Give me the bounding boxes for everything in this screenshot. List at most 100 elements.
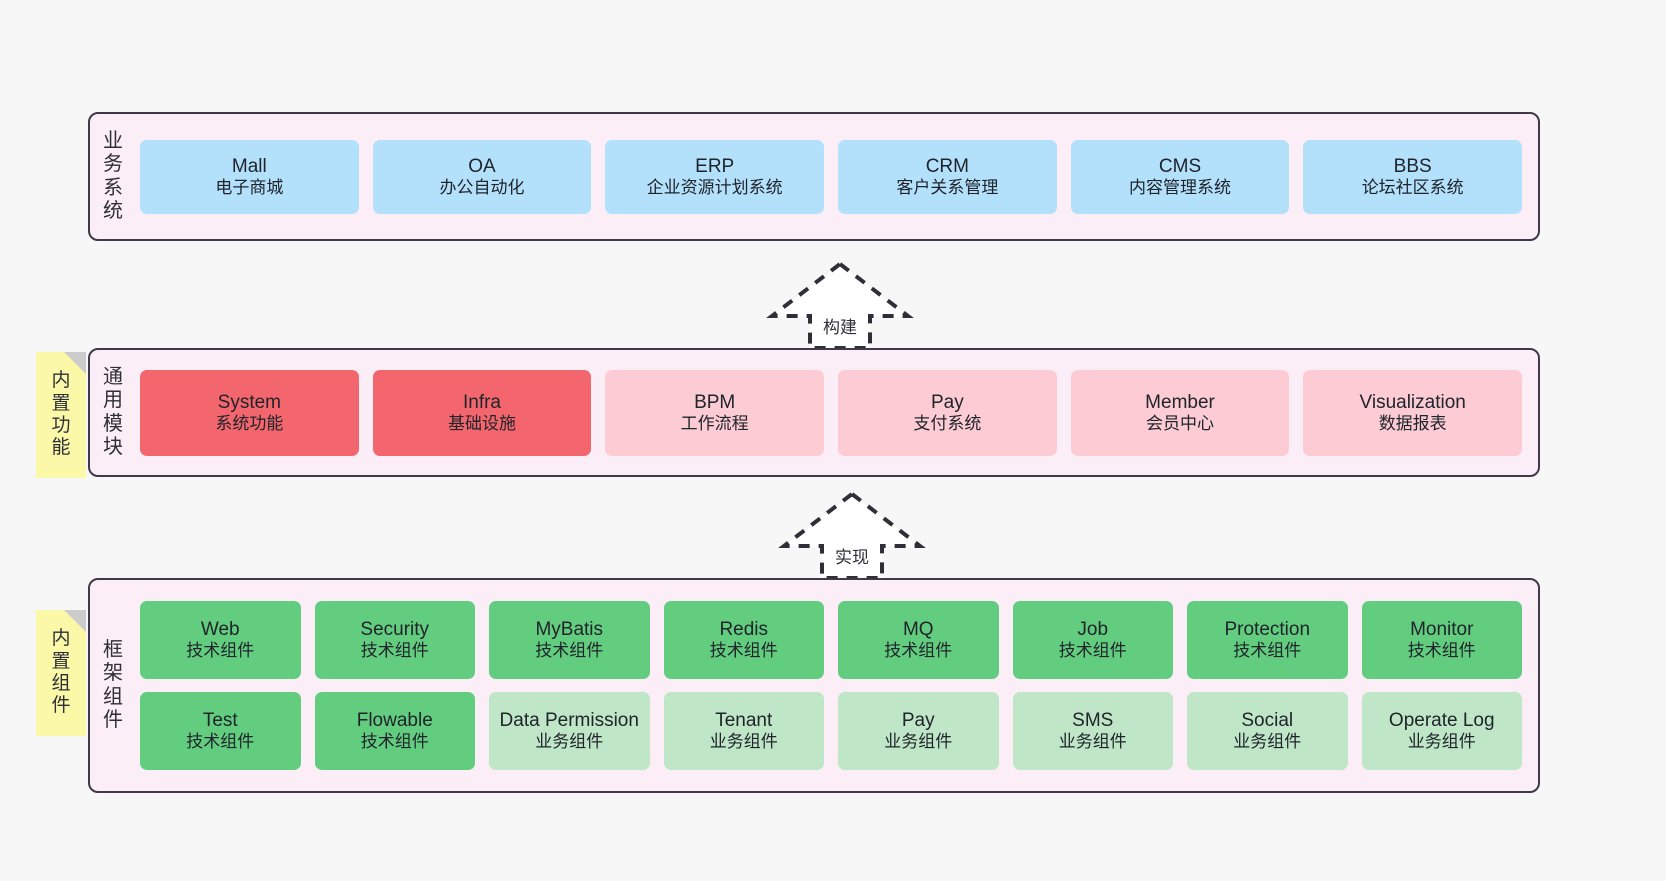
card-title: Tenant <box>715 710 773 732</box>
card-row: Test 技术组件 Flowable 技术组件 Data Permission … <box>140 692 1522 770</box>
sticky-note-builtin-features: 内置功能 <box>36 352 86 478</box>
card-mybatis[interactable]: MyBatis 技术组件 <box>489 601 650 679</box>
card-member[interactable]: Member 会员中心 <box>1070 369 1290 456</box>
card-infra[interactable]: Infra 基础设施 <box>372 369 592 456</box>
card-title: Flowable <box>356 710 433 732</box>
card-subtitle: 客户关系管理 <box>896 177 999 197</box>
card-title: Visualization <box>1359 391 1466 413</box>
card-web[interactable]: Web 技术组件 <box>140 601 301 679</box>
card-subtitle: 技术组件 <box>186 641 255 661</box>
note-fold-corner-icon <box>64 352 86 374</box>
card-cms[interactable]: CMS 内容管理系统 <box>1070 139 1290 214</box>
sticky-note-builtin-components: 内置组件 <box>36 610 86 736</box>
card-row: Web 技术组件 Security 技术组件 MyBatis 技术组件 Redi… <box>140 601 1522 679</box>
layer-title-modules: 通用模块 <box>103 366 123 458</box>
card-subtitle: 技术组件 <box>1058 641 1127 661</box>
card-title: ERP <box>695 155 735 177</box>
card-job[interactable]: Job 技术组件 <box>1012 601 1173 679</box>
card-title: Job <box>1077 619 1109 641</box>
card-title: Member <box>1145 391 1215 413</box>
card-subtitle: 业务组件 <box>884 732 953 752</box>
card-title: Operate Log <box>1388 710 1495 732</box>
card-crm[interactable]: CRM 客户关系管理 <box>838 139 1057 214</box>
layer-framework-components: 框架组件 Web 技术组件 Security 技术组件 MyBatis 技术组件… <box>88 578 1540 793</box>
card-pay-module[interactable]: Pay 支付系统 <box>838 369 1057 456</box>
card-title: System <box>217 391 282 413</box>
card-subtitle: 业务组件 <box>1407 732 1476 752</box>
card-mq[interactable]: MQ 技术组件 <box>838 601 999 679</box>
card-title: Pay <box>901 710 935 732</box>
card-monitor[interactable]: Monitor 技术组件 <box>1361 601 1522 679</box>
card-subtitle: 业务组件 <box>1233 732 1302 752</box>
card-title: BPM <box>694 391 736 413</box>
card-redis[interactable]: Redis 技术组件 <box>663 601 824 679</box>
card-subtitle: 技术组件 <box>884 641 953 661</box>
card-visualization[interactable]: Visualization 数据报表 <box>1303 369 1523 456</box>
card-title: CMS <box>1158 155 1202 177</box>
card-subtitle: 技术组件 <box>535 641 604 661</box>
arrow-implement: 实现 <box>772 488 932 580</box>
card-subtitle: 数据报表 <box>1378 413 1447 433</box>
card-title: BBS <box>1393 155 1432 177</box>
card-sms[interactable]: SMS 业务组件 <box>1012 692 1173 770</box>
card-title: Test <box>202 710 238 732</box>
sticky-note-label: 内置功能 <box>51 370 71 459</box>
sticky-note-label: 内置组件 <box>51 628 71 717</box>
card-bbs[interactable]: BBS 论坛社区系统 <box>1303 139 1523 214</box>
layer-business-systems: 业务系统 Mall 电子商城 OA 办公自动化 ERP 企业资源计划系统 CRM <box>88 112 1540 241</box>
card-subtitle: 会员中心 <box>1146 413 1215 433</box>
card-test[interactable]: Test 技术组件 <box>140 692 301 770</box>
card-title: Monitor <box>1410 619 1474 641</box>
card-title: OA <box>468 155 496 177</box>
card-title: Pay <box>930 391 964 413</box>
card-title: SMS <box>1072 710 1114 732</box>
card-subtitle: 业务组件 <box>1058 732 1127 752</box>
card-title: MyBatis <box>535 619 604 641</box>
card-title: Data Permission <box>499 710 639 732</box>
card-social[interactable]: Social 业务组件 <box>1187 692 1348 770</box>
layer-title-business: 业务系统 <box>103 130 123 222</box>
layer-common-modules: 通用模块 System 系统功能 Infra 基础设施 BPM 工作流程 Pay <box>88 348 1540 477</box>
card-mall[interactable]: Mall 电子商城 <box>140 139 359 214</box>
layer-body-framework: Web 技术组件 Security 技术组件 MyBatis 技术组件 Redi… <box>136 580 1538 791</box>
arrow-label: 实现 <box>835 548 869 567</box>
card-operate-log[interactable]: Operate Log 业务组件 <box>1361 692 1522 770</box>
card-erp[interactable]: ERP 企业资源计划系统 <box>605 139 825 214</box>
card-title: Security <box>360 619 430 641</box>
card-subtitle: 系统功能 <box>215 413 284 433</box>
card-system[interactable]: System 系统功能 <box>140 369 359 456</box>
note-fold-corner-icon <box>64 610 86 632</box>
layer-title-framework: 框架组件 <box>103 639 123 731</box>
card-subtitle: 论坛社区系统 <box>1361 177 1464 197</box>
card-bpm[interactable]: BPM 工作流程 <box>605 369 825 456</box>
card-pay-component[interactable]: Pay 业务组件 <box>838 692 999 770</box>
card-subtitle: 技术组件 <box>360 641 429 661</box>
card-subtitle: 业务组件 <box>709 732 778 752</box>
card-subtitle: 企业资源计划系统 <box>646 177 783 197</box>
card-subtitle: 技术组件 <box>186 732 255 752</box>
card-flowable[interactable]: Flowable 技术组件 <box>314 692 475 770</box>
card-subtitle: 技术组件 <box>709 641 778 661</box>
arrow-build: 构建 <box>760 258 920 350</box>
card-subtitle: 基础设施 <box>448 413 516 433</box>
card-security[interactable]: Security 技术组件 <box>314 601 475 679</box>
card-subtitle: 技术组件 <box>1407 641 1476 661</box>
card-title: Infra <box>462 391 502 413</box>
card-title: Mall <box>231 155 267 177</box>
card-title: Web <box>200 619 240 641</box>
card-subtitle: 业务组件 <box>535 732 604 752</box>
card-data-permission[interactable]: Data Permission 业务组件 <box>489 692 650 770</box>
card-subtitle: 技术组件 <box>1233 641 1302 661</box>
card-subtitle: 电子商城 <box>215 177 284 197</box>
card-row: Mall 电子商城 OA 办公自动化 ERP 企业资源计划系统 CRM 客户关系… <box>140 139 1523 214</box>
layer-body-business: Mall 电子商城 OA 办公自动化 ERP 企业资源计划系统 CRM 客户关系… <box>136 114 1538 239</box>
card-subtitle: 支付系统 <box>913 413 982 433</box>
card-oa[interactable]: OA 办公自动化 <box>372 139 592 214</box>
card-tenant[interactable]: Tenant 业务组件 <box>663 692 824 770</box>
card-title: CRM <box>925 155 969 177</box>
card-subtitle: 内容管理系统 <box>1129 177 1232 197</box>
arrow-label: 构建 <box>823 318 857 337</box>
card-protection[interactable]: Protection 技术组件 <box>1187 601 1348 679</box>
card-row: System 系统功能 Infra 基础设施 BPM 工作流程 Pay 支付系统… <box>140 369 1523 456</box>
